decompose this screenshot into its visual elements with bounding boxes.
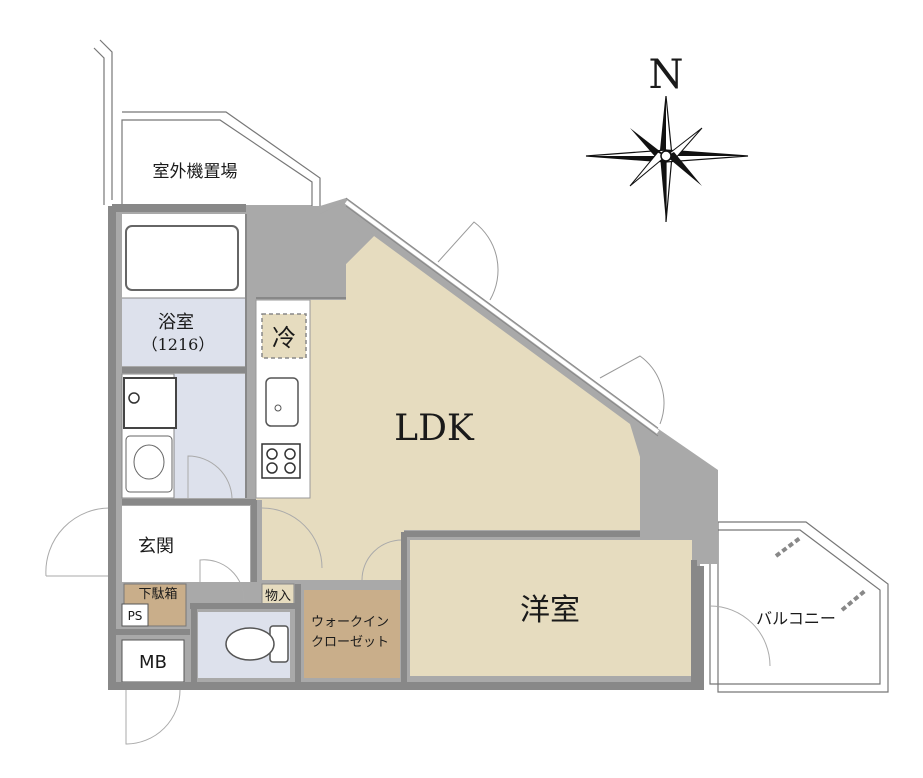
- kitchen-sink: [265, 377, 299, 427]
- shoe-box-label: 下駄箱: [138, 586, 177, 602]
- column-upper: [246, 204, 374, 300]
- ps-space: [121, 603, 149, 627]
- ldk-floor: [256, 236, 644, 580]
- north-label: N: [649, 52, 684, 98]
- bathtub: [125, 225, 239, 291]
- storage-label: 物入: [265, 589, 291, 604]
- entrance-area: [122, 506, 250, 582]
- balcony-label: バルコニー: [756, 609, 836, 628]
- compass-icon: [585, 95, 749, 223]
- fridge-space: [261, 313, 307, 359]
- western-room-label: 洋室: [520, 593, 580, 628]
- mb-label: MB: [139, 652, 167, 673]
- column-right: [640, 440, 704, 562]
- toilet-icon: [225, 625, 289, 663]
- wic-label-line1: ウォークイン: [311, 615, 389, 630]
- mb-space: [121, 639, 185, 683]
- western-room: [410, 540, 692, 676]
- gas-stove: [261, 443, 301, 479]
- ps-label: PS: [128, 609, 143, 623]
- bath-size-label: （1216）: [142, 335, 215, 354]
- bath-label: 浴室: [158, 312, 194, 333]
- ldk-label: LDK: [394, 408, 475, 449]
- walk-in-closet: [304, 590, 400, 678]
- balcony-area: [709, 529, 881, 685]
- wic-label-line2: クローゼット: [311, 635, 389, 650]
- outdoor-unit-area: [121, 119, 313, 207]
- entrance-label: 玄関: [138, 536, 174, 557]
- fridge-label: 冷: [272, 324, 296, 352]
- outdoor-unit-label: 室外機置場: [153, 162, 238, 182]
